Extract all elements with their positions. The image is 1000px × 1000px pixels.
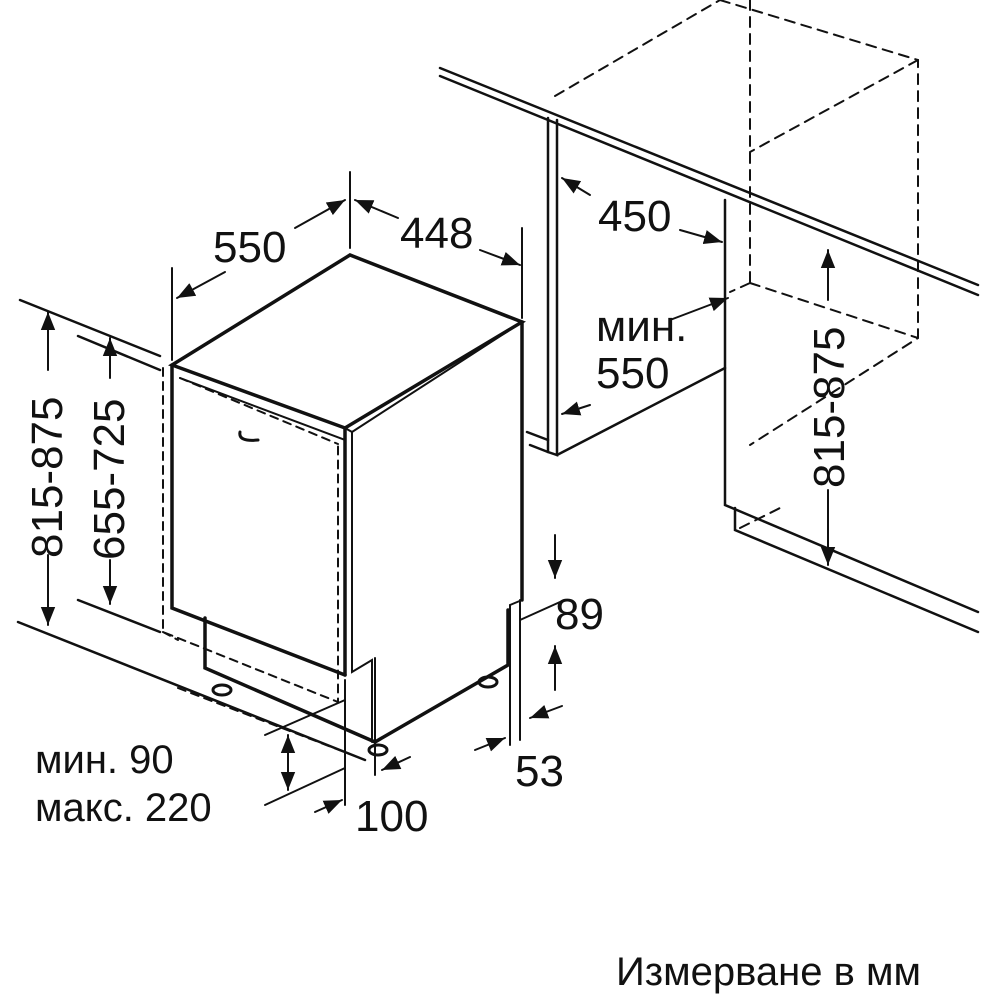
plinth-gap-label: 89 <box>555 590 604 639</box>
dishwasher-body <box>168 253 526 744</box>
units-caption: Измерване в мм <box>616 950 921 994</box>
plinth-max-label: макс. 220 <box>35 786 212 830</box>
depth-label: 550 <box>213 223 287 272</box>
door-height-label: 655-725 <box>85 398 134 560</box>
niche-height-label: 815-875 <box>805 326 854 488</box>
height-range-label: 815-875 <box>23 396 72 558</box>
niche-width-label: 450 <box>598 192 672 241</box>
foot-offset-label: 100 <box>355 792 429 841</box>
plinth-depth-label: 53 <box>515 747 564 796</box>
width-label: 448 <box>400 209 474 258</box>
niche-depth-label: 550 <box>596 349 670 398</box>
plinth-min-label: мин. 90 <box>35 738 174 782</box>
niche-depth-prefix-label: мин. <box>596 302 688 351</box>
